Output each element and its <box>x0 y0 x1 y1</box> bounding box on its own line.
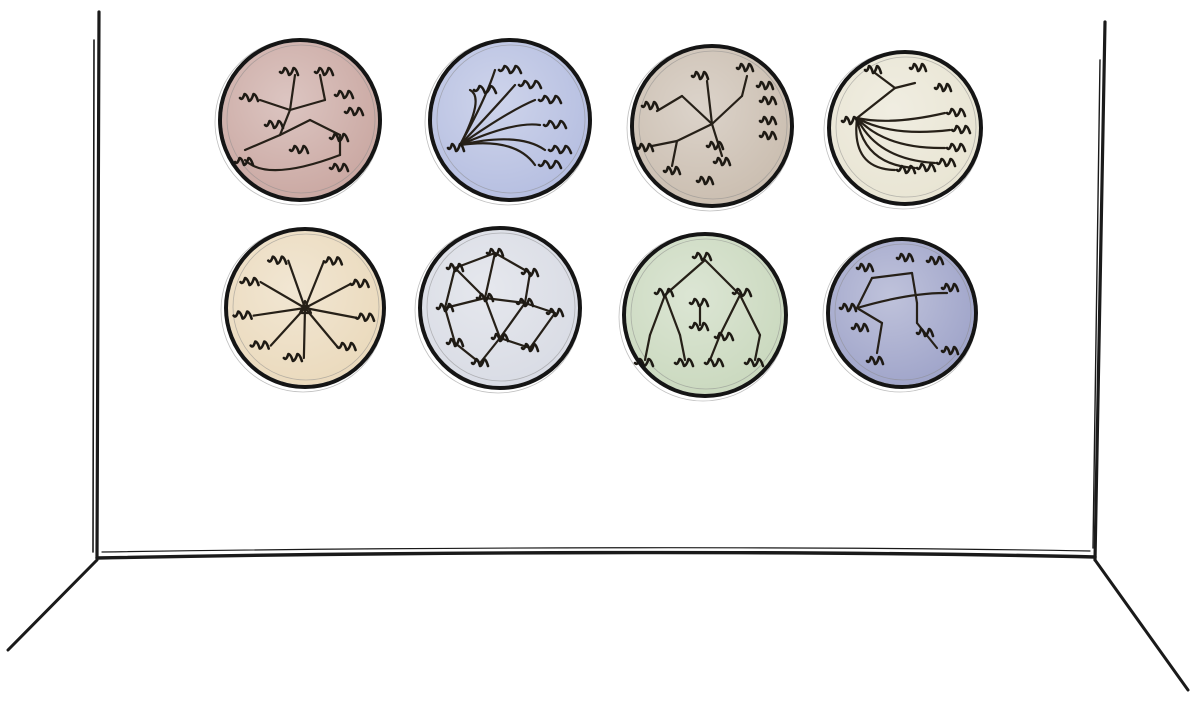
graph-disc-fan-out-wide <box>824 51 982 209</box>
left-wall-edge-inner <box>93 40 94 552</box>
left-wall-edge <box>97 12 99 558</box>
graph-disc-mesh <box>415 227 581 393</box>
floor-line <box>97 553 1095 558</box>
left-floor-diagonal <box>8 560 97 650</box>
graph-disc-branching <box>823 238 977 392</box>
graph-disc-hierarchy <box>619 233 787 401</box>
graph-disc-fan-out <box>425 39 591 205</box>
disc-shading <box>432 42 588 198</box>
graph-edge <box>304 308 305 358</box>
disc-shading <box>830 241 974 385</box>
graph-disc-hub-and-ring <box>215 39 381 205</box>
graph-disc-tree <box>627 45 793 211</box>
graph-disc-star <box>221 228 385 392</box>
graph-disc-grid <box>215 39 982 401</box>
right-floor-diagonal-2 <box>1100 566 1180 680</box>
room-outline <box>8 12 1188 690</box>
disc-shading <box>222 42 378 198</box>
